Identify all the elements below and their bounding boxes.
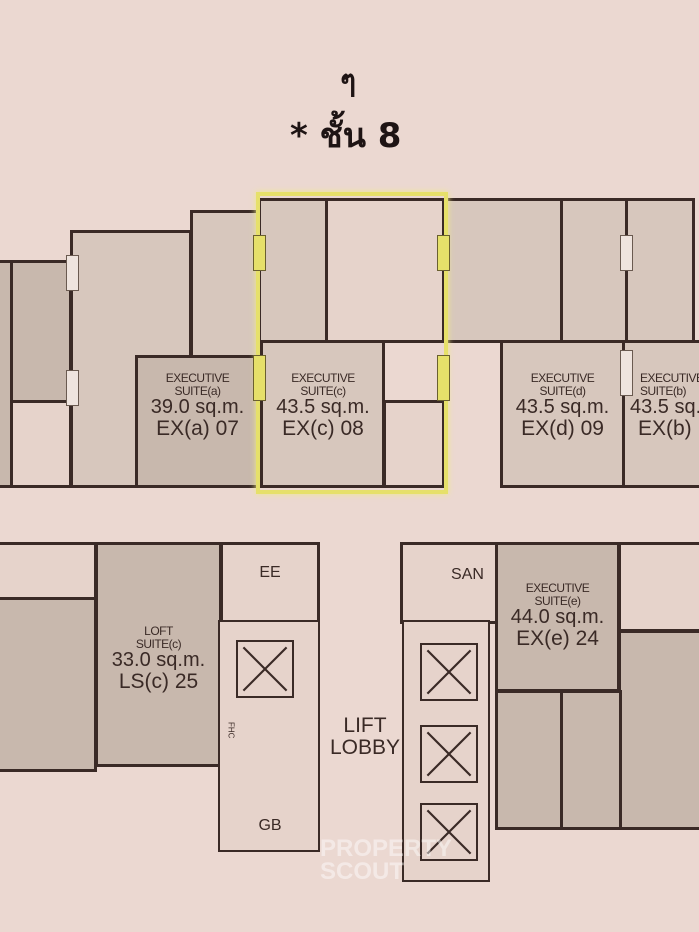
watermark: PROPERTY SCOUT — [320, 835, 453, 885]
unit-label-ex-d: EXECUTIVE SUITE(d) 43.5 sq.m. EX(d) 09 — [500, 372, 625, 440]
unit-label-ex-c: EXECUTIVE SUITE(c) 43.5 sq.m. EX(c) 08 — [262, 372, 384, 440]
service-lift — [236, 640, 294, 698]
column — [253, 235, 266, 271]
highlight-outline — [256, 192, 448, 494]
column — [253, 355, 266, 401]
unit-suite: SUITE(e) — [534, 593, 581, 608]
unit-code: EX(d) 09 — [521, 417, 604, 441]
column — [620, 235, 633, 271]
column — [66, 255, 79, 291]
ee-label: EE — [259, 564, 281, 581]
unit-type: EXECUTIVE — [530, 371, 595, 385]
passenger-lift — [420, 803, 478, 861]
lobby-line1: LIFT — [343, 714, 387, 737]
room — [443, 198, 563, 343]
unit-area: 39.0 sq.m. — [150, 396, 245, 419]
unit-code: EX(b) — [638, 417, 692, 441]
unit-label-ex-e: EXECUTIVE SUITE(e) 44.0 sq.m. EX(e) 24 — [495, 582, 620, 650]
unit-area: 43.5 sq.m. — [515, 396, 610, 419]
column — [437, 235, 450, 271]
fire-stair-core — [218, 620, 320, 852]
watermark-line2: SCOUT — [320, 857, 404, 885]
unit-suite: SUITE(c) — [135, 636, 182, 651]
bathroom — [0, 542, 97, 600]
unit-type: EXECUTIVE — [640, 371, 699, 385]
column — [620, 350, 633, 396]
ee-room — [220, 542, 320, 624]
unit-ex-c-08[interactable] — [260, 340, 385, 488]
unit-type: EXECUTIVE — [291, 371, 355, 385]
column — [66, 370, 79, 406]
room — [325, 198, 445, 343]
room — [625, 198, 695, 343]
unit-area: 43.5 sq.m. — [630, 396, 699, 419]
lift-lobby-label: LIFT LOBBY — [315, 714, 415, 760]
watermark-line1: PROPERTY — [320, 835, 453, 862]
unit-code: EX(a) 07 — [156, 417, 239, 441]
handwritten-mark: ๆ — [340, 64, 357, 99]
room — [560, 198, 628, 343]
bathroom — [383, 400, 445, 488]
unit-label-ex-b: EXECUTIVE SUITE(b) 43.5 sq.m. EX(b) — [630, 371, 699, 441]
room — [258, 198, 328, 343]
room — [495, 690, 563, 830]
unit-area: 44.0 sq.m. — [510, 606, 605, 629]
unit-suite: SUITE(a) — [174, 383, 221, 398]
room — [190, 210, 260, 358]
unit-area: 33.0 sq.m. — [111, 649, 206, 672]
unit-suite: SUITE(b) — [640, 383, 687, 398]
unit-type: EXECUTIVE — [165, 371, 230, 385]
unit-suite: SUITE(d) — [539, 383, 586, 398]
unit-label-ex-a: EXECUTIVE SUITE(a) 39.0 sq.m. EX(a) 07 — [135, 372, 260, 440]
passenger-lift — [420, 725, 478, 783]
bathroom — [10, 400, 72, 488]
passenger-lift-core — [402, 620, 490, 882]
unit-type: LOFT — [144, 624, 173, 638]
unit-suite: SUITE(c) — [300, 383, 346, 398]
column — [437, 355, 450, 401]
fhc-label: FHC — [226, 722, 236, 739]
unit-code: EX(e) 24 — [516, 627, 599, 651]
unit-ex-b[interactable] — [622, 340, 699, 488]
unit-label-ls-c: LOFT SUITE(c) 33.0 sq.m. LS(c) 25 — [95, 625, 222, 693]
room — [618, 630, 699, 830]
unit-code: EX(c) 08 — [282, 417, 364, 441]
handwritten-floor-note: * ชั้น 8 — [290, 116, 402, 156]
unit-ex-e-24[interactable] — [495, 542, 620, 692]
unit-area: 43.5 sq.m. — [276, 396, 370, 419]
gb-label: GB — [258, 817, 282, 834]
unit-ls-c-25[interactable] — [95, 542, 222, 767]
unit-type: EXECUTIVE — [525, 581, 590, 595]
passenger-lift — [420, 643, 478, 701]
bathroom — [618, 542, 699, 632]
san-label: SAN — [451, 566, 484, 583]
lobby-line2: LOBBY — [329, 736, 401, 760]
room — [560, 690, 622, 830]
unit-code: LS(c) 25 — [118, 670, 199, 694]
